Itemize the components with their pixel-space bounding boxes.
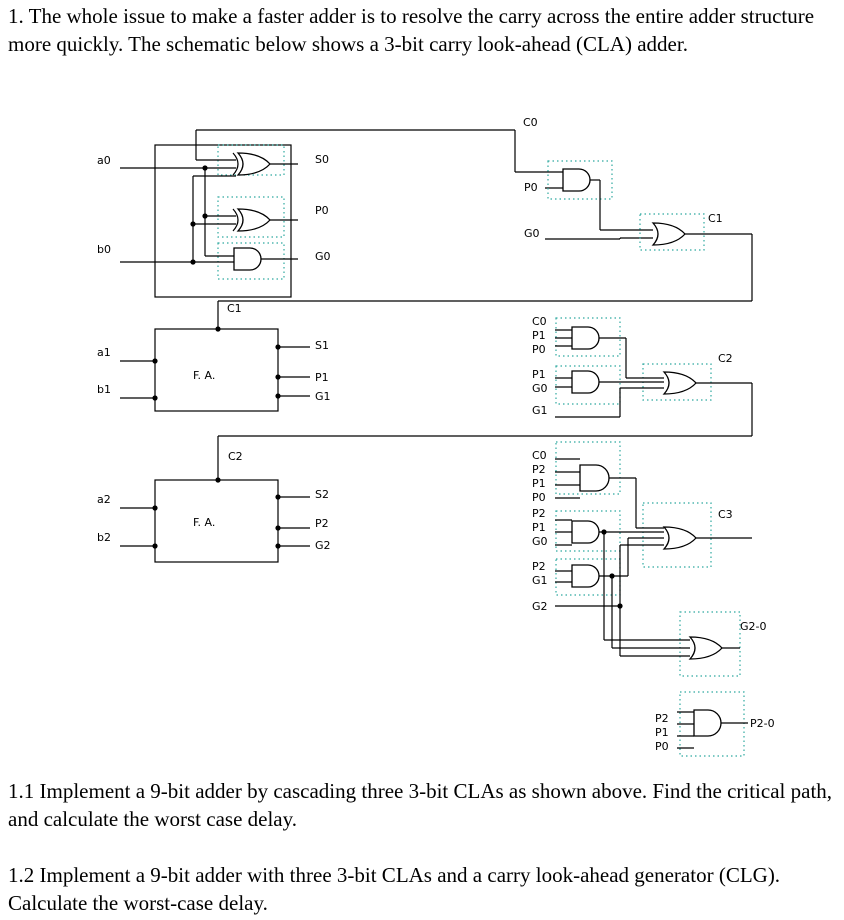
- c3-p1a-label: P1: [532, 477, 546, 490]
- c1-g0-label: G0: [524, 227, 540, 240]
- p20-p2-label: P2: [655, 712, 669, 725]
- input-a1-label: a1: [97, 346, 111, 359]
- c3-carry-logic: C0 P2 P1 P0 P2 P1 G0 P2 G1 G2 C3: [532, 441, 752, 613]
- c1-in-label: C1: [227, 302, 242, 315]
- s2-label: S2: [315, 488, 329, 501]
- input-a0-label: a0: [97, 154, 111, 167]
- p20-label: P2-0: [750, 717, 775, 730]
- c2-and-p1g0: [571, 370, 600, 394]
- c1-out-label: C1: [708, 212, 723, 225]
- group-generate-logic: G2-0: [601, 529, 767, 677]
- g20-label: G2-0: [740, 620, 767, 633]
- c3-g0-label: G0: [532, 535, 548, 548]
- c3-g2-label: G2: [532, 600, 548, 613]
- c2-g0-label: G0: [532, 382, 548, 395]
- g2-label: G2: [315, 539, 331, 552]
- c2-and-c0p1p0: [571, 326, 600, 350]
- c1-p0-label: P0: [524, 181, 538, 194]
- bit0-half-adder-block: a0 b0 S0 P0 G0: [97, 129, 515, 298]
- c3-c0-label: C0: [532, 449, 547, 462]
- c2-or-gate: [663, 371, 697, 395]
- p1-label: P1: [315, 371, 329, 384]
- c2-out-label: C2: [718, 352, 733, 365]
- p0-label: P0: [315, 204, 329, 217]
- s0-label: S0: [315, 153, 329, 166]
- group-propagate-logic: P2 P1 P0 P2-0: [655, 691, 775, 757]
- c3-and-p2p1g0: [571, 520, 600, 544]
- bit0-g-and: [233, 247, 262, 271]
- c3-p2c-label: P2: [532, 560, 546, 573]
- fa1-box: [154, 328, 279, 412]
- c3-and-c0p2p1p0: [579, 464, 610, 492]
- c2-in-label: C2: [228, 450, 243, 463]
- c3-p2a-label: P2: [532, 463, 546, 476]
- c2-p1a-label: P1: [532, 329, 546, 342]
- fa2-box: [154, 479, 279, 563]
- input-b0-label: b0: [97, 243, 111, 256]
- input-b2-label: b2: [97, 531, 111, 544]
- p20-p1-label: P1: [655, 726, 669, 739]
- c1-carry-logic: C0 P0 G0 C1: [217, 116, 753, 312]
- c3-and-p2g1: [571, 564, 600, 588]
- g20-or-gate: [689, 636, 723, 660]
- input-b1-label: b1: [97, 383, 111, 396]
- c3-p2b-label: P2: [532, 507, 546, 520]
- p20-and-gate: [693, 709, 722, 737]
- input-a2-label: a2: [97, 493, 111, 506]
- fa1-label: F. A.: [193, 369, 215, 382]
- question-intro: 1. The whole issue to make a faster adde…: [8, 4, 815, 56]
- c2-carry-logic: C0 P1 P0 P1 G0 G1 C2: [218, 315, 753, 437]
- question-1-1: 1.1 Implement a 9-bit adder by cascading…: [8, 779, 833, 831]
- c3-g1-label: G1: [532, 574, 548, 587]
- c3-p1b-label: P1: [532, 521, 546, 534]
- c3-p0-label: P0: [532, 491, 546, 504]
- c1-or-gate: [652, 222, 686, 246]
- g0-label: G0: [315, 250, 331, 263]
- c2-p0-label: P0: [532, 343, 546, 356]
- question-1-2: 1.2 Implement a 9-bit adder with three 3…: [8, 863, 781, 915]
- c3-or-gate: [663, 526, 697, 550]
- c1-and-gate: [562, 168, 591, 192]
- c0-top-label: C0: [523, 116, 538, 129]
- bit1-full-adder-block: F. A. C1 a1 b1 S1 P1 G1: [97, 302, 331, 412]
- c2-p1b-label: P1: [532, 368, 546, 381]
- p20-p0-label: P0: [655, 740, 669, 753]
- g1-label: G1: [315, 390, 331, 403]
- c3-out-label: C3: [718, 508, 733, 521]
- bit2-full-adder-block: F. A. C2 a2 b2 S2 P2 G2: [97, 436, 331, 563]
- p2-label: P2: [315, 517, 329, 530]
- fa2-label: F. A.: [193, 516, 215, 529]
- s1-label: S1: [315, 339, 329, 352]
- c2-g1-label: G1: [532, 404, 548, 417]
- c2-c0-label: C0: [532, 315, 547, 328]
